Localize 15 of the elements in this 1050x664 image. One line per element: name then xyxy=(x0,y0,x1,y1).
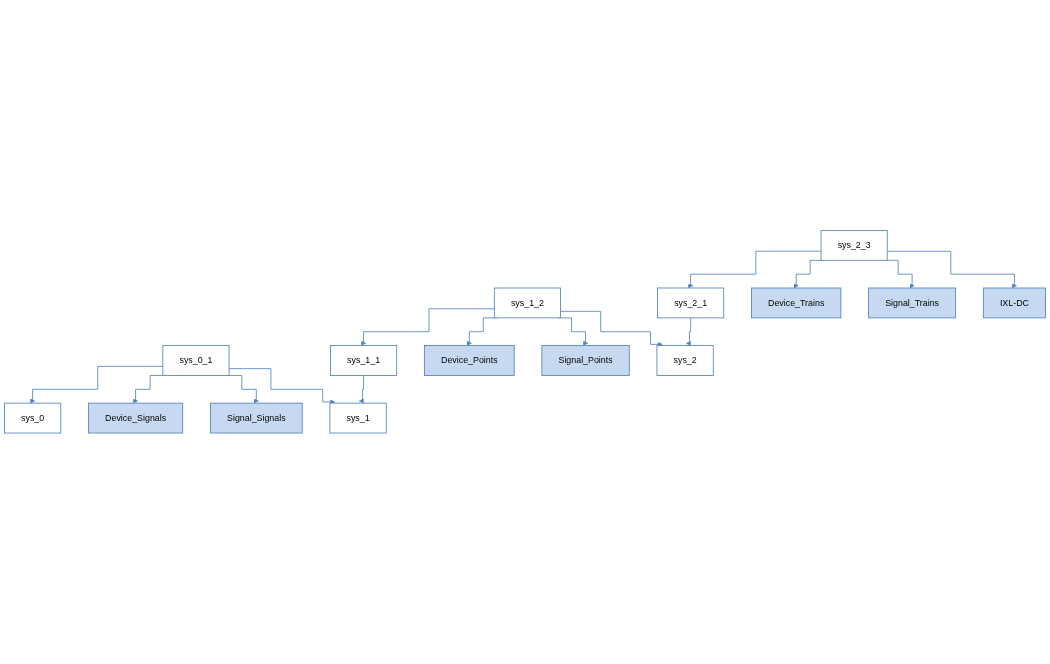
node-box: sys_2_1 xyxy=(657,287,725,319)
node-box: Device_Signals xyxy=(88,403,184,434)
node-box: Device_Points xyxy=(423,345,515,377)
node-box: sys_1 xyxy=(329,403,387,434)
node-box: sys_2_3 xyxy=(820,230,888,261)
node-box: Signal_Trains xyxy=(868,287,957,319)
node-box: sys_0 xyxy=(4,403,62,434)
node-box: Signal_Points xyxy=(541,345,630,377)
node-box: sys_2 xyxy=(656,345,714,377)
node-box: IXL-DC xyxy=(982,287,1046,319)
node-box: Signal_Signals xyxy=(210,403,303,434)
node-box: sys_1_1 xyxy=(330,345,398,377)
node-box: Device_Trains xyxy=(751,287,842,319)
node-box: sys_0_1 xyxy=(162,345,230,377)
node-box: sys_1_2 xyxy=(493,287,561,319)
